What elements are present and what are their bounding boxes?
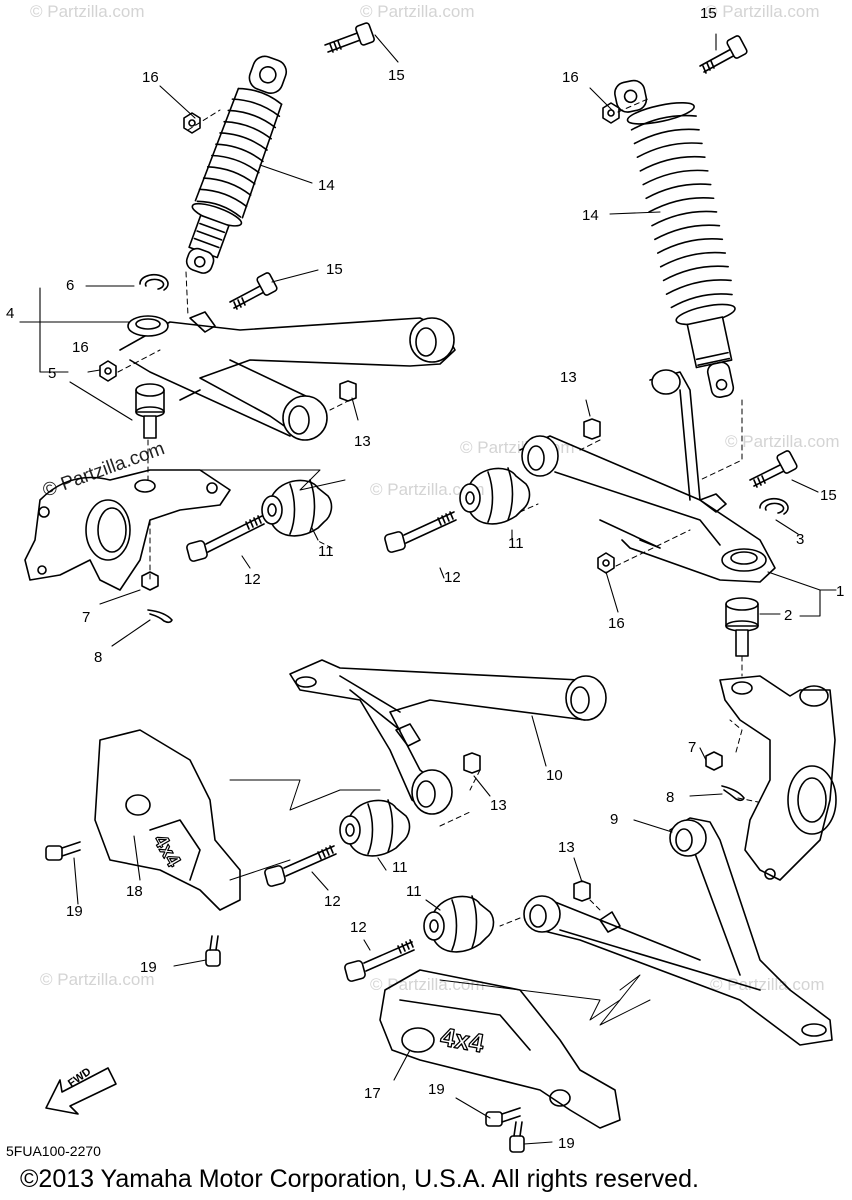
left-ball-joint xyxy=(135,383,165,439)
left-upper-a-arm xyxy=(119,311,456,441)
watermark: © Partzilla.com xyxy=(40,970,155,989)
left-knuckle xyxy=(24,469,231,591)
guard-18: 4x4 xyxy=(94,729,241,911)
bushings xyxy=(261,467,531,953)
callout-label: 2 xyxy=(784,607,793,624)
callout-label: 8 xyxy=(94,649,103,666)
nuts xyxy=(99,102,723,902)
callout-label: 16 xyxy=(142,69,159,86)
watermark: © Partzilla.com xyxy=(370,480,485,499)
callout-label: 5 xyxy=(48,365,57,382)
fwd-arrow-icon xyxy=(45,1067,117,1115)
callout-label: 15 xyxy=(326,261,343,278)
callout-label: 1 xyxy=(836,583,845,600)
watermark: © Partzilla.com xyxy=(30,2,145,21)
watermark: © Partzilla.com xyxy=(360,2,475,21)
watermark: © Partzilla.com xyxy=(705,2,820,21)
right-knuckle xyxy=(719,675,837,881)
callout-label: 3 xyxy=(796,531,805,548)
guard-17: 4x4 xyxy=(379,969,621,1129)
callout-label: 4 xyxy=(6,305,15,322)
callout-label: 17 xyxy=(364,1085,381,1102)
callout-label: 12 xyxy=(350,919,367,936)
callout-label: 13 xyxy=(490,797,507,814)
right-ball-joint xyxy=(725,597,759,657)
circlips xyxy=(139,273,789,515)
svg-text:4x4: 4x4 xyxy=(149,831,185,872)
callout-label: 12 xyxy=(444,569,461,586)
callout-label: 12 xyxy=(244,571,261,588)
watermark: © Partzilla.com xyxy=(725,432,840,451)
callout-label: 7 xyxy=(82,609,91,626)
callout-label: 8 xyxy=(666,789,675,806)
callout-label: 11 xyxy=(318,543,334,560)
lower-a-arm-10 xyxy=(289,659,607,815)
copyright-notice: ©2013 Yamaha Motor Corporation, U.S.A. A… xyxy=(20,1165,699,1193)
left-shock-absorber xyxy=(185,55,288,274)
callout-label: 16 xyxy=(72,339,89,356)
callout-label: 12 xyxy=(324,893,341,910)
break-lines xyxy=(179,469,651,1026)
callout-label: 13 xyxy=(558,839,575,856)
callout-label: 6 xyxy=(66,277,75,294)
callout-label: 9 xyxy=(610,811,619,828)
callout-label: 11 xyxy=(508,535,524,552)
bolts xyxy=(45,22,798,1153)
callout-label: 14 xyxy=(318,177,335,194)
assembly-lines xyxy=(117,97,759,927)
callout-label: 19 xyxy=(558,1135,575,1152)
callout-label: 16 xyxy=(608,615,625,632)
callout-label: 10 xyxy=(546,767,563,784)
callout-label: 13 xyxy=(354,433,371,450)
lower-a-arm-9 xyxy=(523,817,833,1046)
callout-label: 18 xyxy=(126,883,143,900)
callout-label: 11 xyxy=(392,859,408,876)
callout-label: 15 xyxy=(820,487,837,504)
callout-label: 16 xyxy=(562,69,579,86)
callout-label: 13 xyxy=(560,369,577,386)
right-upper-a-arm xyxy=(519,369,776,583)
callout-label: 15 xyxy=(700,5,717,22)
callout-label: 19 xyxy=(428,1081,445,1098)
leader-lines xyxy=(19,33,837,1145)
right-shock-absorber xyxy=(614,79,736,399)
watermark: © Partzilla.com xyxy=(710,975,825,994)
callout-label: 7 xyxy=(688,739,697,756)
callout-label: 11 xyxy=(406,883,422,900)
callout-label: 14 xyxy=(582,207,599,224)
svg-text:4x4: 4x4 xyxy=(438,1021,486,1058)
callout-label: 19 xyxy=(140,959,157,976)
watermark: © Partzilla.com xyxy=(370,975,485,994)
diagram-reference-code: 5FUA100-2270 xyxy=(6,1143,101,1159)
cotter-pins xyxy=(147,609,745,802)
callout-label: 19 xyxy=(66,903,83,920)
callout-label: 15 xyxy=(388,67,405,84)
